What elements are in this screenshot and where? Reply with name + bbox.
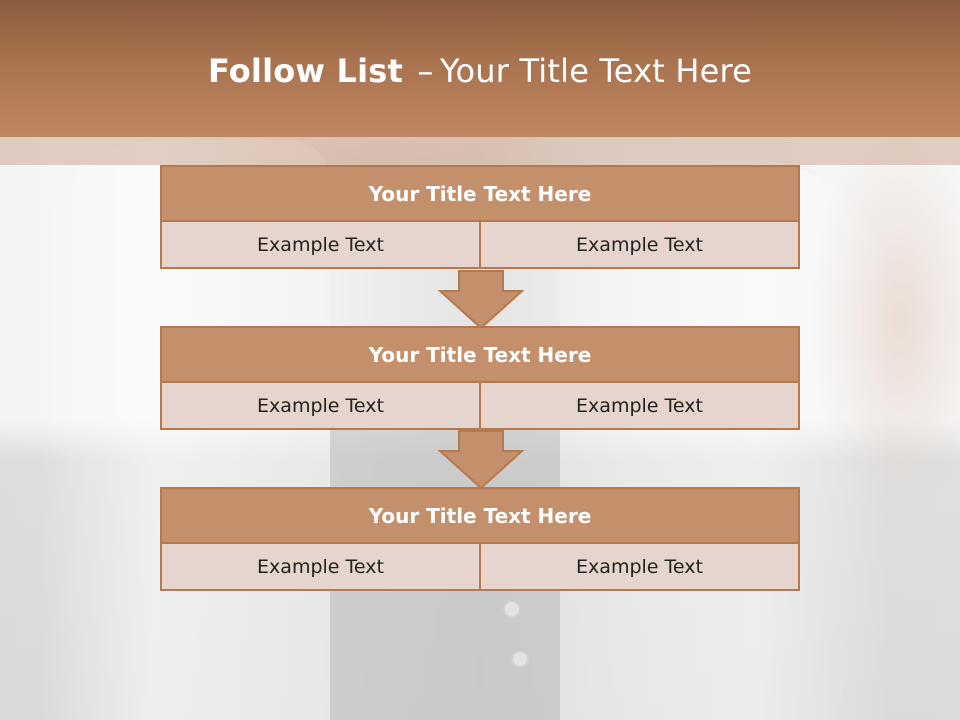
block-cell-right: Example Text [479,383,798,428]
background-button [511,650,529,668]
title-bar-strip [0,137,960,165]
list-block-3: Your Title Text Here Example Text Exampl… [160,487,800,591]
list-block-1: Your Title Text Here Example Text Exampl… [160,165,800,269]
block-cell-left: Example Text [162,544,479,589]
slide-title-rest: Your Title Text Here [440,52,753,90]
block-row: Example Text Example Text [162,383,798,428]
block-cell-left: Example Text [162,222,479,267]
list-block-2: Your Title Text Here Example Text Exampl… [160,326,800,430]
down-arrow-icon [438,270,524,330]
block-row: Example Text Example Text [162,222,798,267]
slide-title: Follow List–Your Title Text Here [0,52,960,90]
title-bar: Follow List–Your Title Text Here [0,0,960,137]
block-cell-right: Example Text [479,222,798,267]
slide-title-separator: – [417,52,434,90]
block-title: Your Title Text Here [162,167,798,222]
down-arrow-icon [438,430,524,490]
block-cell-left: Example Text [162,383,479,428]
block-title: Your Title Text Here [162,489,798,544]
block-row: Example Text Example Text [162,544,798,589]
block-title: Your Title Text Here [162,328,798,383]
background-button [503,600,521,618]
block-cell-right: Example Text [479,544,798,589]
slide-title-bold: Follow List [207,52,404,90]
